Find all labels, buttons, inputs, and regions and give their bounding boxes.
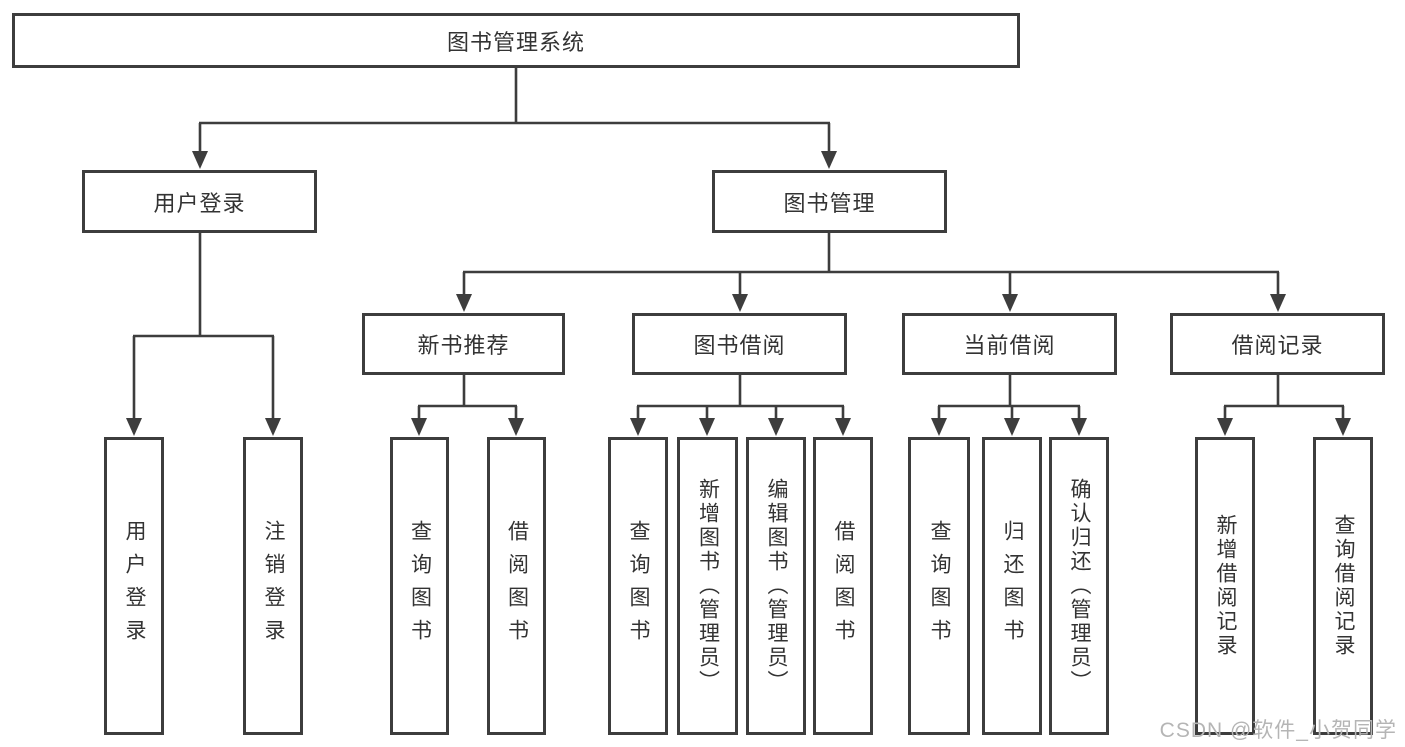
node-label: 借阅图书 xyxy=(832,520,855,652)
leaf-user-login: 用户登录 xyxy=(104,437,164,735)
node-label: 编辑图书（管理员） xyxy=(765,478,788,694)
node-label: 新书推荐 xyxy=(417,333,510,358)
node-book-management: 图书管理 xyxy=(712,170,947,233)
node-label: 当前借阅 xyxy=(963,333,1056,358)
node-label: 查询借阅记录 xyxy=(1332,514,1355,658)
node-label: 用户登录 xyxy=(153,190,246,216)
leaf-query-books-recommend: 查询图书 xyxy=(390,437,449,735)
node-label: 查询图书 xyxy=(627,520,650,652)
node-label: 查询图书 xyxy=(408,520,432,652)
node-label: 新增图书（管理员） xyxy=(696,478,720,694)
leaf-query-books-current: 查询图书 xyxy=(908,437,970,735)
node-label: 图书管理系统 xyxy=(446,29,585,55)
leaf-add-book-admin: 新增图书（管理员） xyxy=(677,437,738,735)
leaf-add-borrow-record: 新增借阅记录 xyxy=(1195,437,1255,735)
node-user-login: 用户登录 xyxy=(82,170,317,233)
node-label: 借阅图书 xyxy=(505,520,529,652)
csdn-watermark: CSDN @软件_小贺同学 xyxy=(1159,719,1397,742)
node-label: 新增借阅记录 xyxy=(1214,514,1237,658)
node-label: 借阅记录 xyxy=(1231,333,1324,358)
node-label: 注销登录 xyxy=(262,520,285,652)
leaf-borrow-books-recommend: 借阅图书 xyxy=(487,437,546,735)
node-label: 图书管理 xyxy=(783,190,876,216)
node-label: 确认归还（管理员） xyxy=(1068,478,1091,694)
node-borrow-record: 借阅记录 xyxy=(1170,313,1385,375)
leaf-query-borrow-record: 查询借阅记录 xyxy=(1313,437,1373,735)
leaf-borrow-books: 借阅图书 xyxy=(813,437,873,735)
node-label: 归还图书 xyxy=(1001,520,1024,652)
leaf-edit-book-admin: 编辑图书（管理员） xyxy=(746,437,806,735)
leaf-query-books-borrow: 查询图书 xyxy=(608,437,668,735)
node-label: 图书借阅 xyxy=(693,333,786,358)
node-current-borrow: 当前借阅 xyxy=(902,313,1117,375)
leaf-confirm-return-admin: 确认归还（管理员） xyxy=(1049,437,1109,735)
leaf-logout: 注销登录 xyxy=(243,437,303,735)
node-root-library-system: 图书管理系统 xyxy=(12,13,1020,68)
node-book-borrow: 图书借阅 xyxy=(632,313,847,375)
leaf-return-books: 归还图书 xyxy=(982,437,1042,735)
node-label: 查询图书 xyxy=(928,520,951,652)
node-new-book-recommend: 新书推荐 xyxy=(362,313,565,375)
node-label: 用户登录 xyxy=(123,520,146,652)
